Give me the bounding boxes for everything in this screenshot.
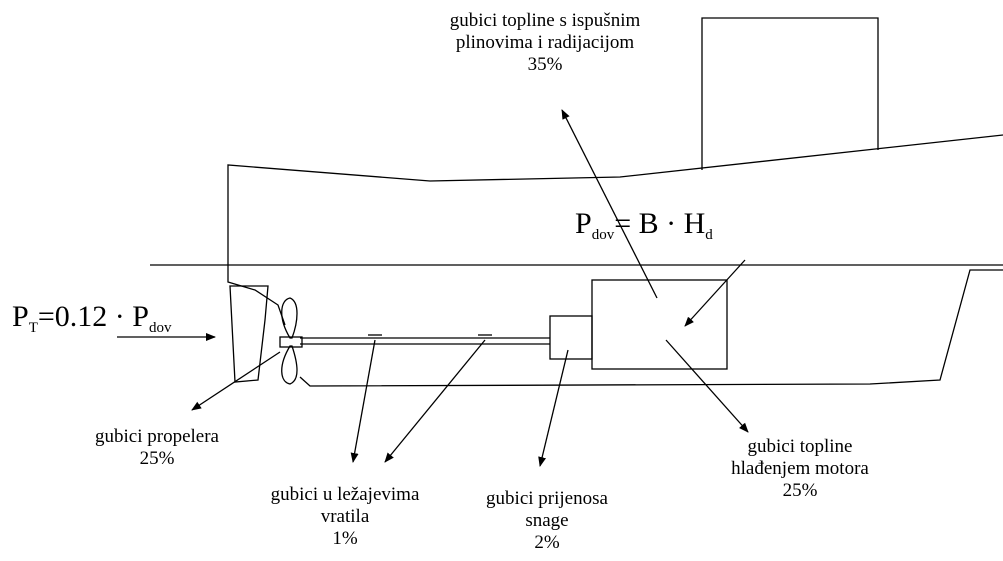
propeller xyxy=(279,297,303,385)
engine-power-formula: Pdov= B · Hd xyxy=(575,207,713,243)
propeller-loss-label: gubici propelera 25% xyxy=(95,426,219,469)
transmission-loss-label: gubici prijenosa snage 2% xyxy=(486,488,608,553)
ship-hull xyxy=(227,134,1003,387)
exhaust-arrow xyxy=(561,109,658,299)
exhaust-loss-label: gubici topline s ispušnim plinovima i ra… xyxy=(449,10,641,75)
engine xyxy=(591,279,728,370)
stern-profile xyxy=(227,270,286,326)
propeller-loss-arrow xyxy=(191,351,281,411)
cooling-loss-arrow xyxy=(665,339,749,433)
bearing-loss-label: gubici u ležajevima vratila 1% xyxy=(270,484,420,549)
gearbox xyxy=(549,315,593,360)
thrust-power-formula: PT=0.12 · Pdov xyxy=(12,300,172,336)
bearing-loss-arrow-1 xyxy=(350,339,376,463)
bearing-loss-arrow-2 xyxy=(384,339,486,463)
transmission-loss-arrow xyxy=(538,349,569,467)
engine-input-arrow xyxy=(684,259,746,327)
rudder xyxy=(229,285,269,383)
cooling-loss-label: gubici topline hlađenjem motora 25% xyxy=(731,436,869,501)
superstructure xyxy=(701,17,879,170)
